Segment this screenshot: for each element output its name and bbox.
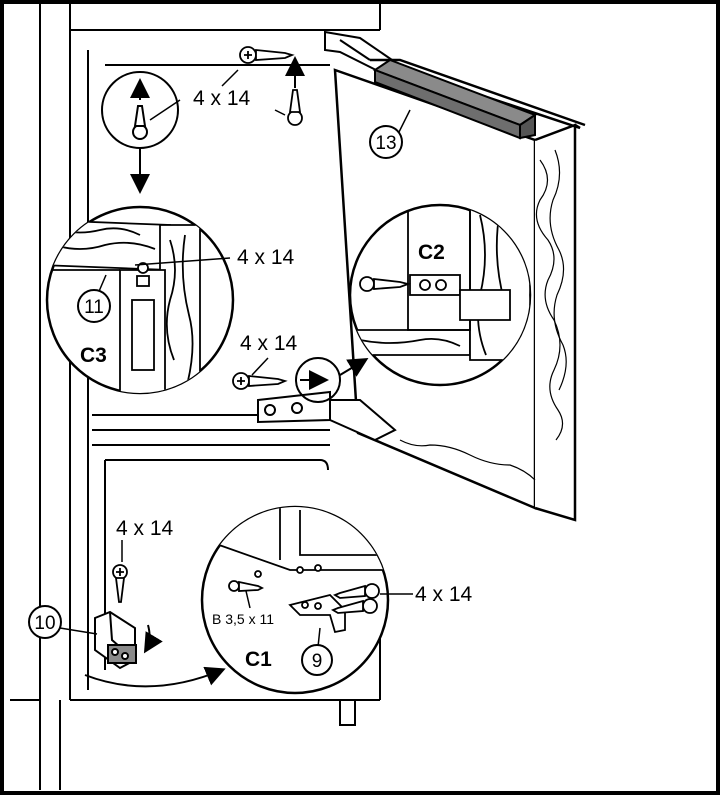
- detail-c1: [200, 505, 390, 695]
- bottom-hinge: [257, 390, 397, 442]
- callout-part-11: 11: [77, 289, 111, 323]
- svg-text:10: 10: [34, 613, 55, 634]
- label-detail-c2: C2: [418, 241, 445, 264]
- part-callouts: 13 11 10 9: [28, 125, 403, 676]
- detail-top-screw: [101, 71, 179, 149]
- cabinet-unit: [10, 4, 381, 790]
- callout-part-9: 9: [301, 644, 333, 676]
- label-screw-bottom-left: 4 x 14: [116, 517, 174, 540]
- label-detail-c1: C1: [245, 648, 272, 671]
- screw-top-vertical: [287, 89, 303, 126]
- leader-lines: [59, 69, 413, 648]
- label-screw-c1: 4 x 14: [415, 583, 473, 606]
- screw-bottom-left: [112, 564, 128, 603]
- label-screw-c1-small: B 3,5 x 11: [212, 611, 274, 627]
- svg-text:13: 13: [375, 133, 396, 154]
- svg-text:9: 9: [312, 651, 323, 672]
- label-screw-middle: 4 x 14: [240, 332, 298, 355]
- hinge-zoom-ring: [295, 357, 341, 403]
- text-labels: 4 x 14 4 x 14 4 x 14 4 x 14 4 x 14 B 3,5…: [80, 87, 473, 671]
- arrows: [84, 56, 369, 688]
- cover-strip: [372, 58, 538, 140]
- screw-top-horizontal: [239, 46, 295, 64]
- screws-main: [112, 46, 303, 603]
- label-screw-top: 4 x 14: [193, 87, 251, 110]
- screw-middle: [232, 372, 288, 390]
- bracket-part-10: [94, 610, 137, 670]
- callout-part-10: 10: [28, 605, 62, 639]
- label-detail-c3: C3: [80, 344, 107, 367]
- label-screw-c3: 4 x 14: [237, 246, 295, 269]
- callout-part-13: 13: [369, 125, 403, 159]
- detail-c3: [45, 205, 235, 395]
- svg-text:11: 11: [84, 297, 104, 318]
